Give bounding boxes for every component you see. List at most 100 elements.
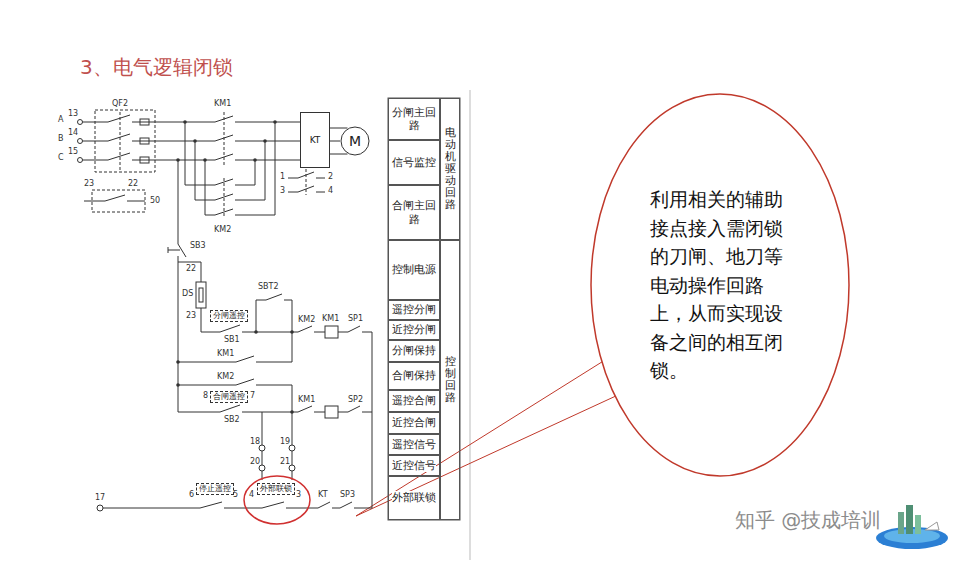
terminal-number: 14 (68, 129, 78, 137)
mechanical-link (306, 169, 307, 195)
device-label: DS (182, 290, 193, 298)
device-label: SP1 (348, 315, 363, 323)
watermark: 知乎 @技成培训 (735, 510, 881, 530)
terminal-number: 2 (328, 173, 333, 181)
table-cell: 分闸主回路 (388, 98, 440, 140)
terminal-number: 21 (280, 458, 290, 466)
mechanical-link (224, 178, 225, 218)
node-text: 信号监控 (392, 156, 436, 169)
table-cell: 合闸主回路 (388, 185, 440, 240)
table-cell: 控制电源 (388, 240, 440, 300)
node-text: 近控分闸 (392, 323, 436, 336)
terminal-number: 3 (296, 491, 301, 499)
table-cell: 遥控分闸 (388, 300, 440, 320)
device-label: SB1 (224, 336, 240, 344)
device-label: SP2 (348, 396, 363, 404)
device-label: SBT2 (258, 283, 279, 291)
mechanical-link (120, 112, 121, 170)
node-text: 合闸保持 (392, 369, 436, 382)
node-text: 近控信号 (392, 459, 436, 472)
node-text: 遥控合闸 (392, 394, 436, 407)
device-label: KT (318, 491, 328, 499)
terminal-number: 18 (250, 438, 260, 446)
node-text: M (349, 133, 361, 149)
junction-dot (193, 139, 197, 143)
motor-outline (341, 127, 369, 155)
relay-box: KT (300, 112, 330, 168)
mechanical-link (95, 110, 155, 172)
control-wire (103, 502, 372, 508)
node-text: 电动机驱动回路 (445, 127, 456, 212)
table-cell: 信号监控 (388, 140, 440, 185)
device-label: QF2 (112, 100, 128, 108)
power-wire (140, 157, 149, 163)
device-label: KM2 (214, 226, 231, 234)
terminal-box: 分闸遥控 (210, 310, 248, 322)
logo-icon (925, 522, 939, 530)
node-text: 分闸保持 (392, 344, 436, 357)
power-wire (78, 158, 83, 163)
node-text: 停止遥控 (199, 485, 231, 493)
power-wire (78, 120, 83, 125)
phase-label: A (58, 116, 63, 124)
device-label: SB3 (190, 242, 206, 250)
terminal-number: 17 (95, 494, 105, 502)
table-frame (388, 98, 460, 520)
device-label: SB2 (224, 416, 240, 424)
node-text: 外部联锁 (260, 485, 292, 493)
node-text: 外部联锁 (392, 491, 436, 504)
terminal-number: 6 (189, 491, 194, 499)
device-label: KM2 (298, 316, 315, 324)
power-wire (83, 134, 301, 141)
table-cell: 近控信号 (388, 455, 440, 476)
terminal-number: 23 (84, 180, 94, 188)
junction-dot (263, 139, 267, 143)
table-group-cell: 控制回路 (440, 240, 460, 520)
control-wire (372, 332, 373, 508)
node-text: 利用相关的辅助接点接入需闭锁的刀闸、地刀等电动操作回路上，从而实现设备之间的相互… (650, 185, 790, 385)
control-wire (262, 412, 292, 480)
table-cell: 遥控合闸 (388, 390, 440, 412)
power-wire (84, 195, 145, 201)
phase-wire (330, 141, 340, 142)
table-cell: 合闸保持 (388, 362, 440, 390)
callout-tail (356, 360, 618, 516)
node-text: 控制电源 (392, 263, 436, 276)
terminal-number: 7 (250, 392, 255, 400)
table-frame (388, 98, 460, 520)
logo-icon (898, 512, 904, 534)
junction-dot (176, 120, 294, 414)
highlight-ring (244, 476, 310, 524)
callout-tail (356, 360, 618, 516)
slide-title: 3、电气逻辑闭锁 (80, 55, 233, 79)
node-text: KT (310, 135, 321, 145)
table-cell: 遥控信号 (388, 434, 440, 455)
table-group-cell: 电动机驱动回路 (440, 98, 460, 240)
power-wire (205, 122, 275, 215)
mechanical-link (92, 190, 145, 212)
node-text: 遥控信号 (392, 438, 436, 451)
terminal-box: 合闸遥控 (210, 391, 248, 403)
power-wire (140, 119, 149, 125)
terminal-number: 4 (328, 187, 333, 195)
control-wire (178, 332, 292, 362)
device-label: KM1 (298, 396, 315, 404)
logo-icon (906, 505, 913, 534)
control-wire (201, 325, 372, 332)
table-cell: 外部联锁 (388, 476, 440, 520)
device-label: KM2 (217, 373, 234, 381)
table-cell: 分闸保持 (388, 340, 440, 362)
terminal-number: 50 (150, 197, 160, 205)
terminal-number: 3 (280, 187, 285, 195)
junction-dot (203, 158, 207, 162)
junction-dot (253, 158, 257, 162)
logo-icon (915, 515, 921, 534)
terminal-number: 22 (128, 180, 138, 188)
node-text: 控制回路 (445, 356, 456, 404)
power-wire (83, 153, 301, 160)
control-wire (325, 406, 338, 418)
mechanical-link (92, 110, 306, 218)
control-wire (97, 160, 372, 511)
callout-bubble: 利用相关的辅助接点接入需闭锁的刀闸、地刀等电动操作回路上，从而实现设备之间的相互… (590, 93, 850, 477)
